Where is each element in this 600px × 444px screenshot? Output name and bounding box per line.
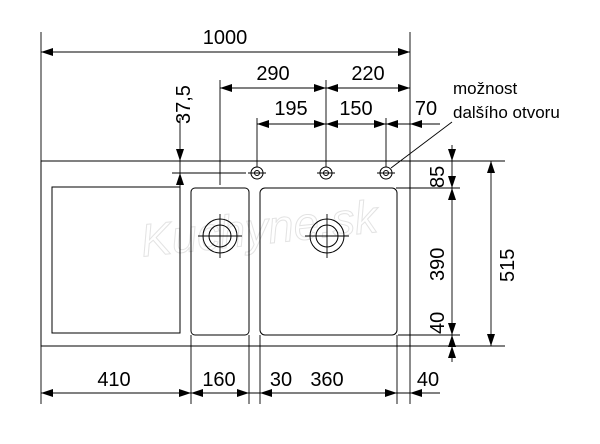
dim-220: 220	[351, 63, 384, 85]
dim-70: 70	[415, 98, 437, 120]
dim-390: 390	[427, 248, 449, 281]
dim-515: 515	[497, 249, 519, 282]
dim-total-width: 1000	[203, 27, 248, 49]
dim-410: 410	[97, 369, 130, 391]
dim-40-bottom: 40	[417, 369, 439, 391]
small-bowl	[190, 187, 250, 336]
dim-85: 85	[427, 166, 449, 188]
dim-360: 360	[310, 369, 343, 391]
dim-290: 290	[256, 63, 289, 85]
annotation-line-2: dalšího otvoru	[453, 103, 560, 122]
tap-hole-2	[317, 166, 335, 180]
tap-hole-1	[248, 166, 266, 180]
dim-150: 150	[339, 98, 372, 120]
dim-30: 30	[270, 369, 292, 391]
large-bowl	[259, 187, 398, 336]
annotation-line-1: možnost	[453, 79, 518, 98]
dim-160: 160	[202, 369, 235, 391]
annotation-leader	[390, 121, 453, 169]
drainer-area	[51, 186, 181, 334]
dim-195: 195	[274, 98, 307, 120]
sink-outline	[40, 160, 411, 347]
dim-40-right: 40	[427, 312, 449, 334]
dim-37-5: 37,5	[173, 85, 195, 124]
small-bowl-drain	[198, 214, 242, 258]
large-bowl-drain	[305, 214, 349, 258]
tap-hole-3	[377, 166, 395, 180]
